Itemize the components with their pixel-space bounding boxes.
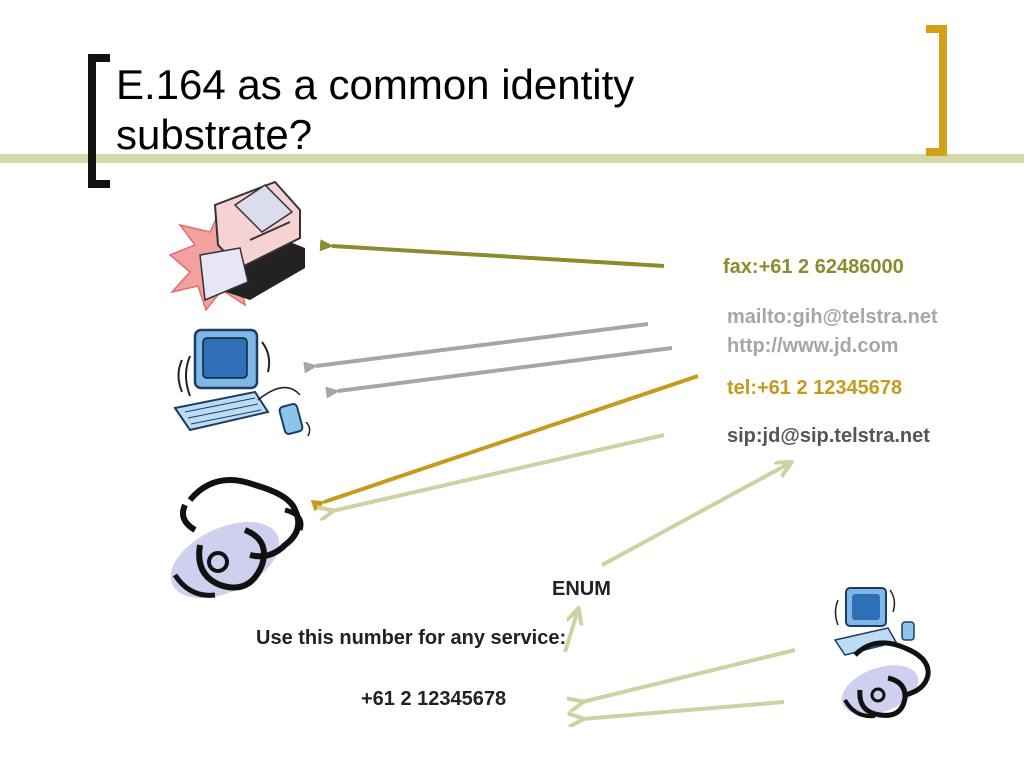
enum-to-sip-arrow [601,463,790,567]
use-number-label: Use this number for any service: [256,627,567,649]
http-uri-label: http://www.jd.com [727,335,899,357]
http-arrow [325,346,673,399]
mailto-arrow [303,322,649,374]
e164-number-label: +61 2 12345678 [361,688,507,710]
enum-label: ENUM [552,578,611,600]
slide-title: E.164 as a common identity substrate? [116,60,716,160]
title-line-2: substrate? [116,111,313,158]
device-to-number-arrow-2 [582,700,785,719]
left-bracket-decoration [88,54,110,188]
mailto-uri-label: mailto:gih@telstra.net [727,306,938,328]
fax-arrow [319,239,665,268]
device-to-number-arrow-1 [582,648,796,702]
fax-machine-icon [168,180,305,312]
tel-uri-label: tel:+61 2 12345678 [727,377,903,399]
title-line-1: E.164 as a common identity [116,61,635,108]
sip-arrow [332,433,665,511]
title-rule [0,154,1024,163]
fax-uri-label: fax:+61 2 62486000 [723,256,904,278]
tel-arrow [310,374,699,512]
right-bracket-decoration [926,25,947,156]
computer-icon [173,328,311,437]
sip-uri-label: sip:jd@sip.telstra.net [727,425,930,447]
computer-telephone-icon [833,587,931,719]
telephone-icon [170,477,304,598]
number-to-enum-arrow [563,610,578,653]
